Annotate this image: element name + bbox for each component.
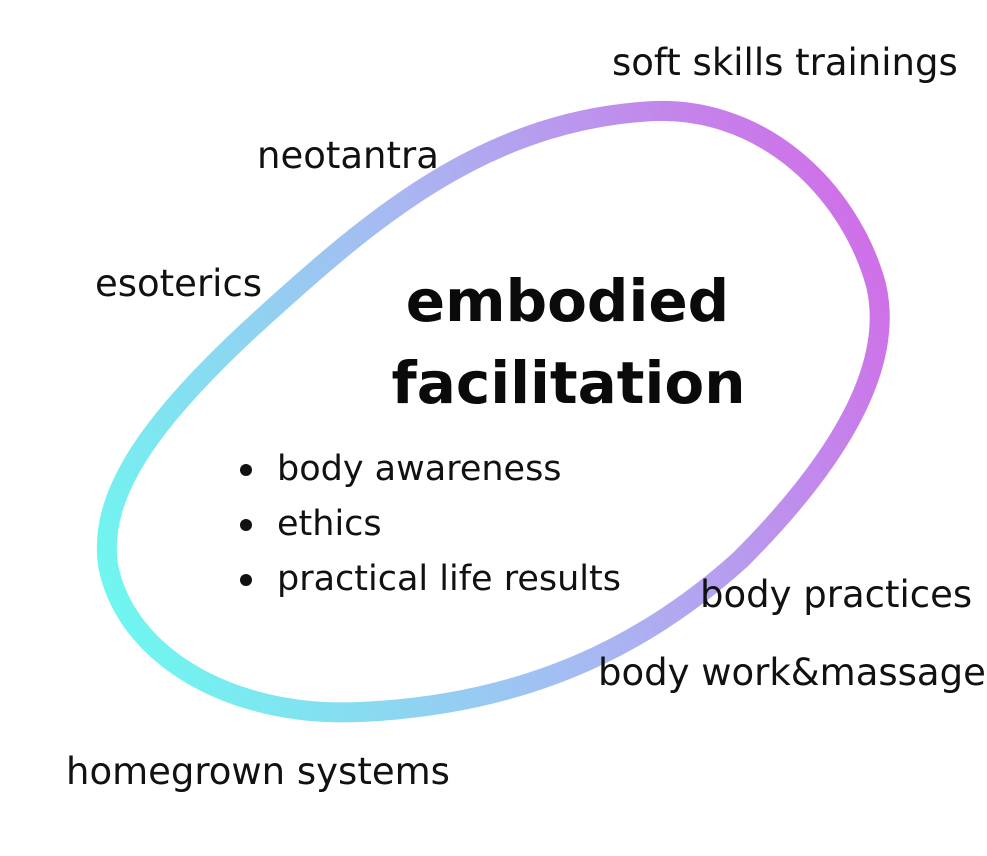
center-title-line-2: facilitation bbox=[391, 349, 746, 417]
loop-path bbox=[96, 100, 890, 723]
bullet-dot-icon bbox=[240, 573, 252, 586]
label-esoterics: esoterics bbox=[95, 262, 263, 305]
point-text: ethics bbox=[277, 504, 382, 544]
bullet-dot-icon bbox=[240, 518, 252, 531]
center-points-list: body awareness ethics practical life res… bbox=[240, 442, 621, 607]
label-neotantra: neotantra bbox=[257, 134, 439, 177]
list-item: practical life results bbox=[240, 552, 621, 607]
point-text: body awareness bbox=[277, 449, 562, 489]
center-title-line-1: embodied bbox=[405, 267, 730, 335]
list-item: body awareness bbox=[240, 442, 621, 497]
list-item: ethics bbox=[240, 497, 621, 552]
label-homegrown-systems: homegrown systems bbox=[66, 750, 450, 793]
label-soft-skills-trainings: soft skills trainings bbox=[612, 41, 958, 84]
label-body-work-massage: body work&massage bbox=[598, 651, 986, 694]
bullet-dot-icon bbox=[240, 463, 252, 476]
label-body-practices: body practices bbox=[700, 573, 973, 616]
point-text: practical life results bbox=[277, 559, 621, 599]
